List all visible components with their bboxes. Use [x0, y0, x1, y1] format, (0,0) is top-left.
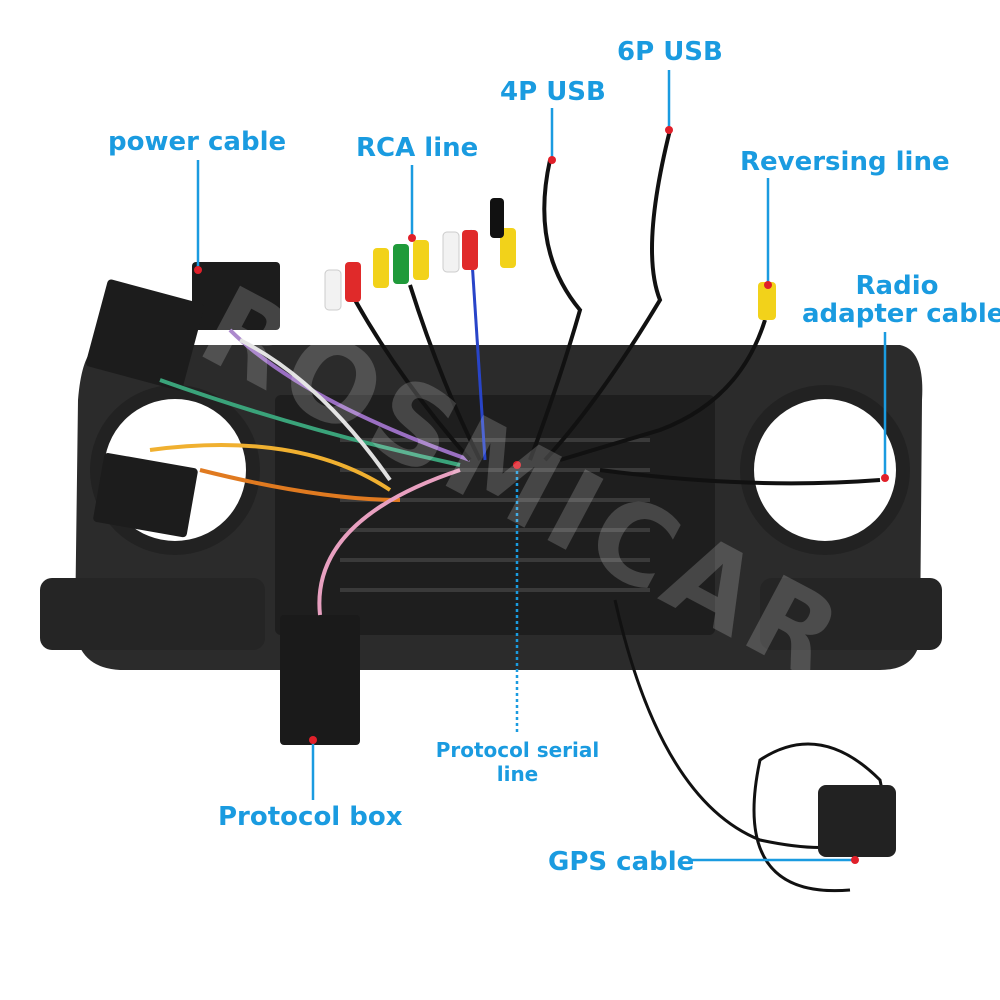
label-protocol-serial-line1: Protocol serial	[435, 738, 600, 762]
label-gps-cable: GPS cable	[548, 847, 695, 877]
harness-connector-1	[85, 279, 205, 391]
label-reversing-line: Reversing line	[740, 147, 950, 177]
label-radio-adapter-line2: adapter cable	[802, 299, 1000, 329]
harness-connector-2	[93, 453, 198, 538]
label-protocol-box: Protocol box	[218, 802, 403, 832]
gps-antenna	[818, 785, 896, 857]
label-6p-usb: 6P USB	[617, 37, 723, 67]
label-rca-line: RCA line	[356, 133, 479, 163]
protocol-box	[280, 615, 360, 745]
label-radio-adapter: Radio adapter cable	[802, 271, 1000, 329]
power-connector	[192, 262, 280, 330]
label-protocol-serial: Protocol serial line	[425, 738, 610, 786]
label-4p-usb: 4P USB	[500, 77, 606, 107]
label-radio-adapter-line1: Radio	[855, 271, 939, 301]
right-bracket	[760, 578, 942, 650]
label-power-cable: power cable	[108, 127, 287, 157]
label-protocol-serial-line2: line	[496, 762, 539, 786]
left-bracket	[40, 578, 265, 650]
screen-back	[275, 395, 715, 635]
right-vent	[740, 385, 910, 555]
